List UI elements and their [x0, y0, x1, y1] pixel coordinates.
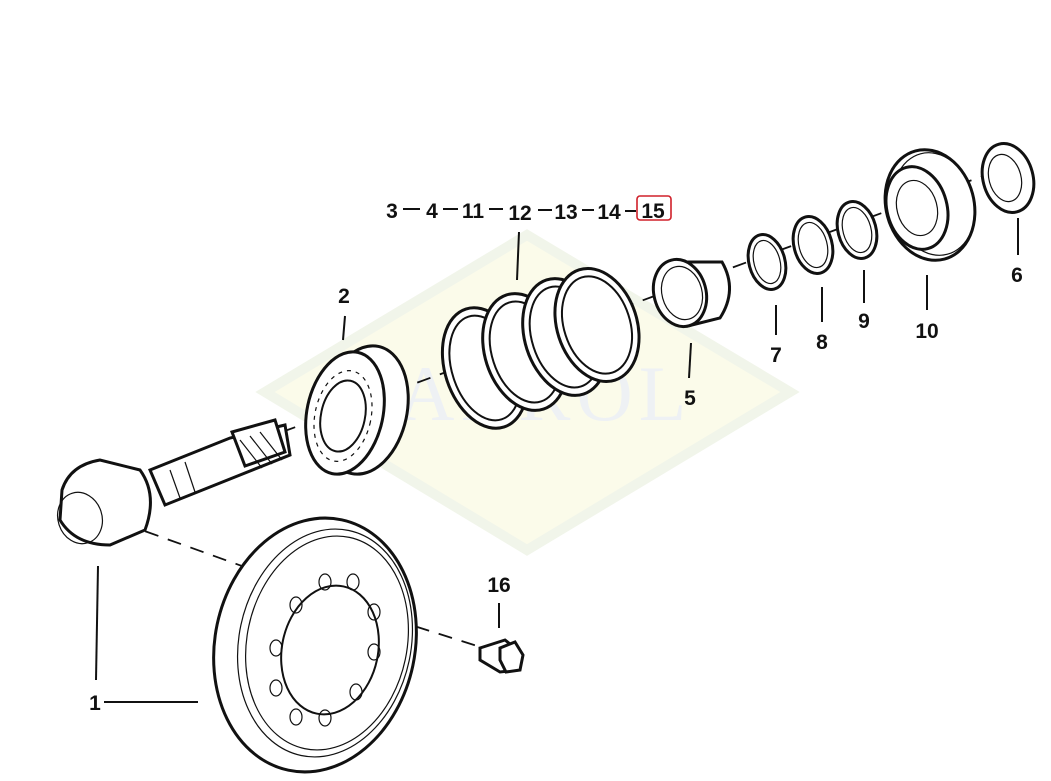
ring-gear	[212, 516, 418, 774]
callout-3[interactable]: 3	[386, 200, 398, 223]
callout-6[interactable]: 6	[1011, 264, 1023, 287]
callout-7[interactable]: 7	[770, 344, 782, 367]
callout-10[interactable]: 10	[915, 320, 938, 343]
leader-lines	[95, 208, 1019, 703]
callout-5[interactable]: 5	[684, 387, 696, 410]
callout-8[interactable]: 8	[816, 331, 828, 354]
bolt-holes	[269, 573, 381, 727]
spacer-sleeve	[651, 257, 731, 329]
bearing-10	[883, 148, 977, 262]
shim-9	[835, 200, 879, 260]
callout-1[interactable]: 1	[89, 692, 101, 715]
slotted-nut	[980, 142, 1036, 214]
callout-2[interactable]: 2	[338, 285, 350, 308]
callout-12[interactable]: 12	[508, 202, 531, 225]
callout-row: 3 4 11 12 13 14 15	[386, 195, 672, 225]
callout-15[interactable]: 15	[641, 200, 665, 223]
callout-4[interactable]: 4	[426, 200, 438, 223]
callout-16[interactable]: 16	[487, 574, 510, 597]
shim-8	[791, 215, 835, 275]
callout-14[interactable]: 14	[597, 201, 621, 224]
shim-ring-stack	[440, 266, 641, 430]
bolt	[478, 638, 525, 674]
pinion-shaft	[56, 418, 292, 547]
callouts: 1 2 5 6 7 8 9 10 16	[89, 264, 1023, 715]
highlight-box	[636, 195, 672, 221]
callout-13[interactable]: 13	[554, 201, 577, 224]
callout-9[interactable]: 9	[858, 310, 870, 333]
tapered-roller-bearing	[304, 344, 410, 476]
callout-11[interactable]: 11	[462, 200, 485, 223]
shim-7	[746, 233, 788, 291]
